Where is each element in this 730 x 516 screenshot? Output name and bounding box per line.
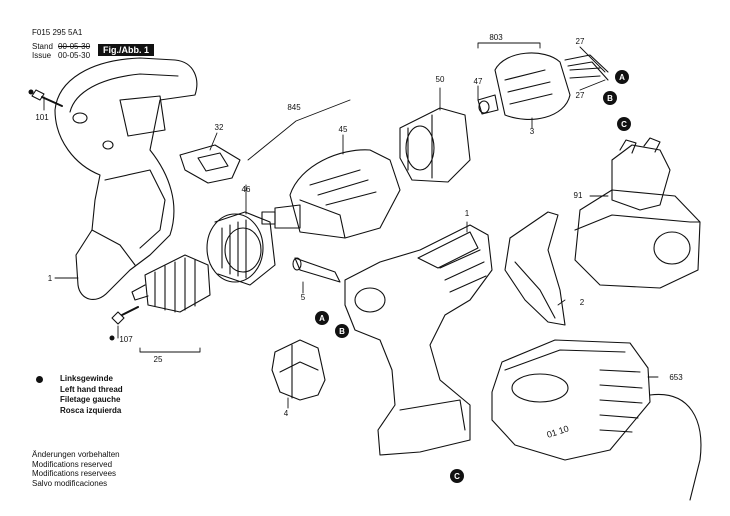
charger-653 [491,339,702,501]
planet-carrier-50 [399,107,471,183]
part-number-1-left: 1 [48,274,53,283]
footer-line-en: Modifications reserved [32,459,113,469]
screw-101 [31,89,63,107]
footer-line-es: Salvo modificaciones [32,478,108,488]
marker-b-top: B [607,94,613,103]
part-number-32: 32 [215,123,224,132]
footer-notes: Änderungen vorbehalten Modifications res… [32,450,120,488]
part-number-46: 46 [242,185,251,194]
marker-a-switch: A [319,314,325,323]
motor-wires-27 [564,54,609,81]
marker-b-switch: B [339,327,345,336]
part-number-45: 45 [339,125,348,134]
part-number-27-bottom: 27 [576,91,585,100]
part-number-845: 845 [287,103,301,112]
stand-label: Stand [32,42,53,51]
part-number-4: 4 [284,409,289,418]
part-number-3: 3 [530,127,535,136]
charger-label: 01 10 [546,423,571,439]
chuck-25 [131,254,211,313]
motor-3 [477,52,601,120]
issue-date: 00-05-30 [58,51,91,60]
gearbox-45 [261,149,401,239]
left-hand-thread-bullet-icon [36,376,43,383]
footer-line-fr: Modifications reservees [32,469,117,478]
legend: Linksgewinde Left hand thread Filetage g… [36,374,123,416]
switch-4 [271,339,326,401]
shift-knob-5 [292,257,341,283]
legend-line-en: Left hand thread [60,384,123,394]
left-housing-half [54,57,198,301]
issue-label: Issue [32,51,52,60]
battery-91 [574,137,701,289]
screw-107 [111,306,139,325]
footer-line-de: Änderungen vorbehalten [32,450,120,459]
part-number-653: 653 [669,373,683,382]
legend-line-es: Rosca izquierda [60,405,122,415]
legend-line-de: Linksgewinde [60,374,113,383]
part-number-101: 101 [35,113,49,122]
document-code: F015 295 5A1 [32,28,83,37]
part-number-27-top: 27 [576,37,585,46]
handle-cover-2 [504,211,566,326]
marker-c-top: C [621,120,627,129]
part-number-91: 91 [574,191,583,200]
part-number-1-right: 1 [465,209,470,218]
marker-a-top: A [619,73,625,82]
pinion-47 [478,100,490,114]
leader-lines [43,42,659,409]
part-number-25: 25 [154,355,163,364]
part-number-5: 5 [301,293,306,302]
left-hand-thread-dots [28,89,115,341]
figure-label: Fig./Abb. 1 [98,44,154,56]
switch-cover-32 [179,144,241,184]
legend-line-fr: Filetage gauche [60,395,121,404]
right-housing-half [344,224,493,456]
torque-ring-46 [206,211,276,286]
part-number-2: 2 [580,298,585,307]
part-number-50: 50 [436,75,445,84]
part-number-47: 47 [474,77,483,86]
part-number-803: 803 [489,33,503,42]
marker-c-housing: C [454,472,460,481]
stand-date: 00-05-30 [58,42,91,51]
part-number-107: 107 [119,335,133,344]
marker-circles [315,70,631,483]
